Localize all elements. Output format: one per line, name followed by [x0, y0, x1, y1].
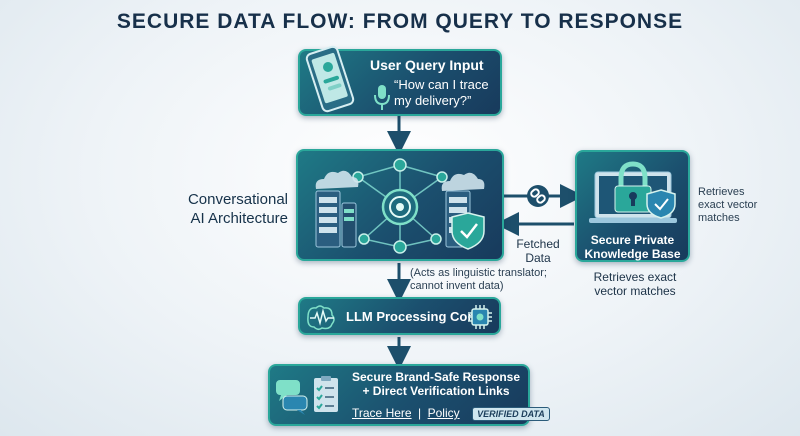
knowledge-base-label-line1: Secure Private	[590, 233, 675, 247]
chat-bubbles-icon	[276, 380, 308, 415]
architecture-network-graphic	[315, 158, 485, 254]
architecture-label-line1: Conversational	[187, 191, 288, 208]
response-title: Secure Brand-Safe Response + Direct Veri…	[346, 370, 526, 398]
kb-below-line1: Retrieves exact	[593, 270, 677, 284]
knowledge-base-panel: Secure Private Knowledge Base	[575, 150, 690, 262]
architecture-note-line1: (Acts as linguistic translator;	[410, 267, 547, 279]
kb-side-line2: exact vector	[698, 199, 758, 211]
fetched-data-label: Fetched Data	[505, 237, 571, 265]
policy-link[interactable]: Policy	[427, 406, 460, 420]
microphone-icon	[374, 85, 390, 110]
page-title: SECURE DATA FLOW: FROM QUERY TO RESPONSE	[116, 10, 684, 33]
fetched-line2: Data	[525, 251, 551, 265]
user-query-quote-line2: my delivery?”	[394, 93, 472, 108]
brain-waveform-icon	[307, 305, 335, 331]
server-left-icon	[315, 190, 357, 248]
knowledge-base-below-note: Retrieves exact vector matches	[585, 270, 685, 298]
user-query-label: User Query Input	[370, 57, 484, 73]
architecture-panel	[296, 149, 504, 261]
kb-below-line2: vector matches	[594, 284, 676, 298]
link-chain-icon	[527, 185, 549, 207]
response-links: Trace Here | Policy VERIFIED DATA	[352, 404, 550, 422]
architecture-label-line2: AI Architecture	[190, 210, 288, 227]
llm-core-panel: LLM Processing Core	[298, 297, 501, 335]
kb-side-line1: Retrieves	[698, 186, 745, 198]
verified-data-badge: VERIFIED DATA	[472, 407, 550, 421]
knowledge-base-label-line2: Knowledge Base	[584, 247, 681, 261]
checklist-icon	[314, 376, 338, 412]
smartphone-icon	[305, 45, 355, 113]
architecture-note: (Acts as linguistic translator; cannot i…	[410, 267, 547, 293]
kb-side-line3: matches	[698, 212, 740, 224]
architecture-label: Conversational AI Architecture	[176, 190, 288, 228]
trace-here-link[interactable]: Trace Here	[352, 406, 412, 420]
shield-icon	[451, 212, 485, 250]
user-query-quote: “How can I trace my delivery?”	[394, 77, 489, 109]
laptop-lock-icon	[589, 161, 677, 223]
architecture-note-line2: cannot invent data)	[410, 280, 504, 292]
response-title-line1: Secure Brand-Safe Response	[351, 370, 521, 384]
llm-core-label: LLM Processing Core	[346, 309, 480, 324]
user-query-quote-line1: “How can I trace	[394, 77, 489, 92]
knowledge-base-side-note: Retrieves exact vector matches	[698, 186, 757, 225]
response-title-line2: + Direct Verification Links	[362, 384, 510, 398]
link-separator: |	[418, 406, 422, 420]
chip-icon	[468, 305, 492, 329]
response-panel: Secure Brand-Safe Response + Direct Veri…	[268, 364, 550, 426]
knowledge-base-label: Secure Private Knowledge Base	[577, 233, 688, 261]
fetched-line1: Fetched	[516, 237, 560, 251]
user-query-panel: User Query Input “How can I trace my del…	[298, 45, 502, 116]
